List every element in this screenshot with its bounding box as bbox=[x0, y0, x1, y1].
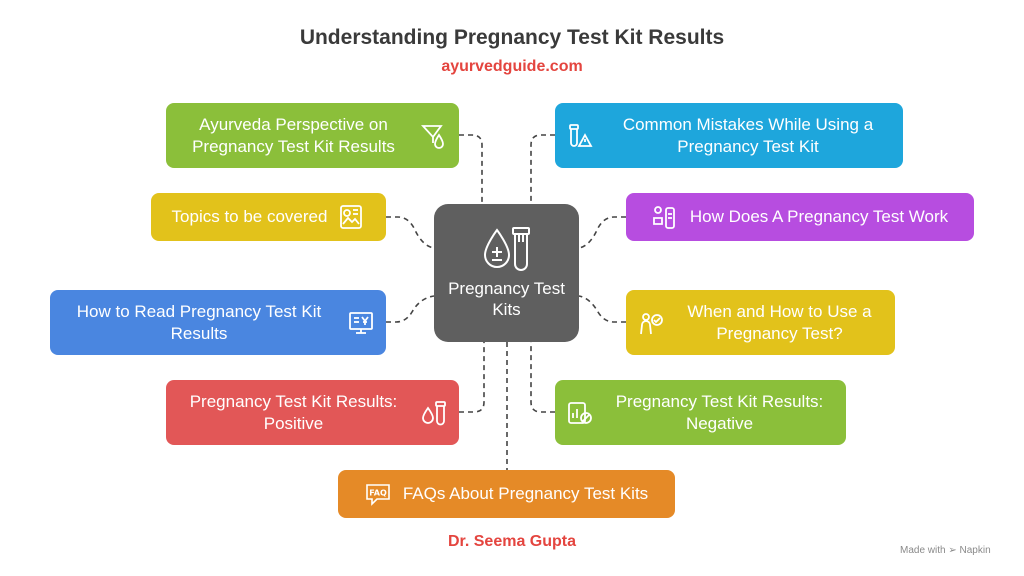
topic-label: How to Read Pregnancy Test Kit Results bbox=[76, 301, 322, 343]
central-node-label: Pregnancy Test Kits bbox=[448, 279, 565, 319]
topic-ayurveda-perspective[interactable]: Ayurveda Perspective on Pregnancy Test K… bbox=[166, 103, 459, 168]
herbal-funnel-icon bbox=[421, 124, 444, 149]
topic-label: Topics to be covered bbox=[171, 207, 328, 226]
connector-how-work bbox=[578, 216, 626, 249]
test-tube-drop-icon bbox=[422, 400, 446, 425]
svg-text:FAQ: FAQ bbox=[369, 489, 387, 498]
central-node[interactable]: Pregnancy Test Kits bbox=[434, 204, 579, 342]
topic-results-negative[interactable]: Pregnancy Test Kit Results: Negative bbox=[555, 380, 846, 445]
test-warning-icon bbox=[569, 123, 593, 147]
checklist-image-icon bbox=[340, 205, 363, 229]
topic-label: Pregnancy Test Kit Results: Negative bbox=[615, 391, 824, 433]
test-device-icon bbox=[652, 206, 675, 229]
connector-ayurveda bbox=[459, 134, 483, 204]
monitor-icon bbox=[349, 311, 373, 334]
page-subtitle[interactable]: ayurvedguide.com bbox=[441, 58, 583, 75]
topic-label: When and How to Use a Pregnancy Test? bbox=[687, 301, 872, 343]
person-check-icon bbox=[640, 312, 663, 334]
connector-when-use bbox=[578, 295, 626, 323]
topic-faqs[interactable]: FAQ FAQs About Pregnancy Test Kits bbox=[338, 470, 675, 518]
pregnancy-test-kit-icon bbox=[483, 227, 530, 271]
topic-label: How Does A Pregnancy Test Work bbox=[689, 207, 949, 226]
napkin-watermark[interactable]: Made with ➢ Napkin bbox=[900, 545, 991, 556]
topic-label: Ayurveda Perspective on Pregnancy Test K… bbox=[192, 114, 395, 156]
topic-results-positive[interactable]: Pregnancy Test Kit Results: Positive bbox=[166, 380, 459, 445]
topic-label: Common Mistakes While Using a Pregnancy … bbox=[622, 114, 874, 156]
topic-how-test-works[interactable]: How Does A Pregnancy Test Work bbox=[626, 193, 974, 241]
author-name: Dr. Seema Gupta bbox=[447, 533, 577, 550]
page-title: Understanding Pregnancy Test Kit Results bbox=[299, 26, 725, 49]
chart-cancel-icon bbox=[568, 401, 592, 424]
faq-bubble-icon: FAQ bbox=[366, 484, 390, 506]
connector-positive bbox=[459, 342, 485, 413]
topic-label: FAQs About Pregnancy Test Kits bbox=[402, 484, 649, 503]
topic-topics-covered[interactable]: Topics to be covered bbox=[151, 193, 386, 241]
connector-topics bbox=[386, 216, 435, 249]
topic-how-to-read[interactable]: How to Read Pregnancy Test Kit Results bbox=[50, 290, 386, 355]
topic-common-mistakes[interactable]: Common Mistakes While Using a Pregnancy … bbox=[555, 103, 903, 168]
connector-negative bbox=[530, 342, 555, 413]
topic-label: Pregnancy Test Kit Results: Positive bbox=[189, 391, 398, 433]
topic-when-how-use[interactable]: When and How to Use a Pregnancy Test? bbox=[626, 290, 895, 355]
connector-mistakes bbox=[530, 134, 555, 204]
connector-read bbox=[386, 295, 435, 323]
